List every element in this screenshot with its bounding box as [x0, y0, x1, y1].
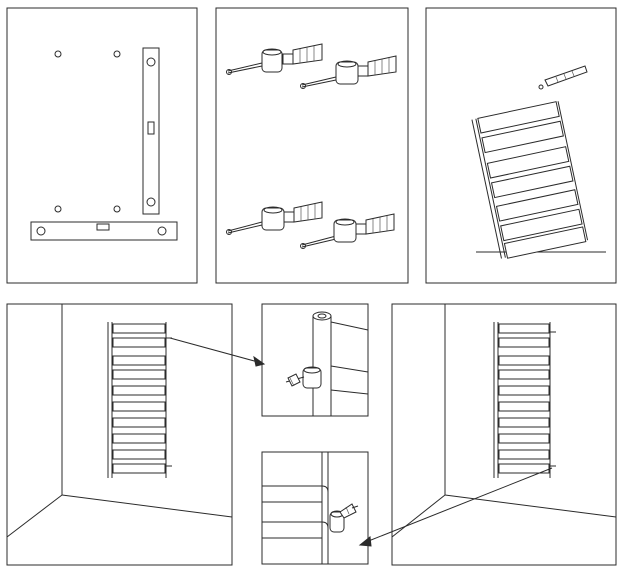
fixing-set-3: [226, 201, 323, 235]
panel-2: [215, 7, 409, 284]
panel-6: [358, 303, 617, 566]
drill-hole-marks: [54, 50, 121, 213]
panel-4: [6, 303, 266, 566]
callout-arrow-bottom: [358, 467, 553, 547]
fixing-set-2: [300, 55, 397, 89]
bracket-icon: [329, 503, 359, 533]
fixing-set-1: [226, 43, 323, 75]
fixing-set-4: [300, 213, 395, 249]
panel-7: [261, 451, 369, 565]
spirit-level-icon: [30, 47, 178, 241]
panel-3: [425, 7, 617, 284]
screw-icon: [538, 65, 588, 90]
panel-1: [6, 7, 198, 284]
radiator-icon: [493, 322, 556, 478]
bracket-icon: [285, 366, 322, 389]
radiator-icon: [107, 322, 172, 478]
panel-5: [261, 303, 369, 417]
callout-arrow-top: [169, 337, 266, 367]
radiator-icon: [471, 101, 589, 259]
